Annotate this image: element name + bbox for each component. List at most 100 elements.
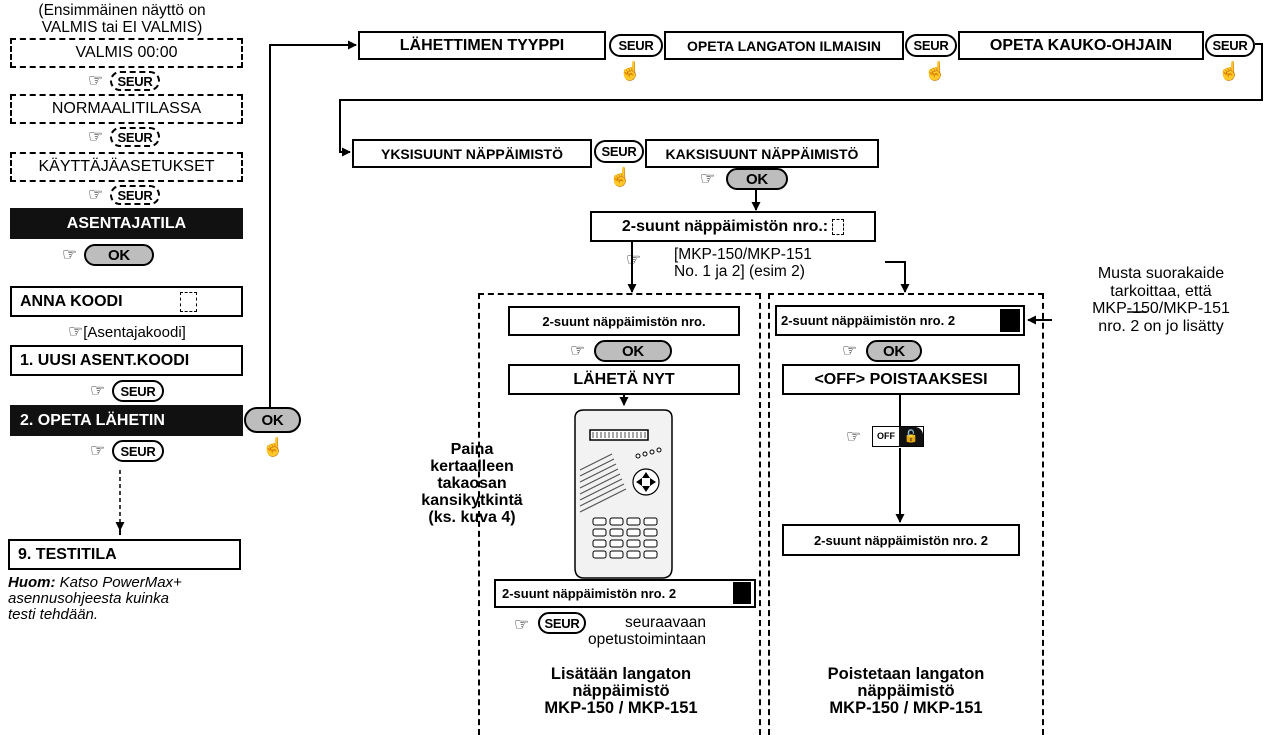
left-caption-line2: näppäimistö [572,682,670,700]
menu-valmis[interactable]: VALMIS 00:00 [10,38,243,68]
right-kp-nro2-label: 2-suunt näppäimistön nro. 2 [781,313,956,328]
kaksisuunt-box[interactable]: KAKSISUUNT NÄPPÄIMISTÖ [645,139,879,168]
next-text-line1: seuraavaan [625,614,707,631]
paina-line3: takaosan [437,475,507,492]
mkp-choice-line2: No. 1 ja 2] (esim 2) [674,263,805,280]
code-cursor [180,292,197,312]
seur-button[interactable]: SEUR [905,34,957,57]
seur-button[interactable]: SEUR [110,71,160,91]
seur-button[interactable]: SEUR [110,185,160,205]
seur-button[interactable]: SEUR [1205,34,1255,57]
seur-label: SEUR [601,144,637,159]
hand-pointing-right-icon: ☞ [626,250,642,269]
opeta-ilmaisin-label: OPETA LANGATON ILMAISIN [687,37,881,54]
left-kp-nro-box[interactable]: 2-suunt näppäimistön nro. [508,306,740,336]
seur-label: SEUR [913,38,949,53]
remove-keypad-region [768,293,1044,735]
seur-button[interactable]: SEUR [110,127,160,147]
kp-nro-box[interactable]: 2-suunt näppäimistön nro.: [590,211,876,242]
left-kp-nro-label: 2-suunt näppäimistön nro. [542,313,706,329]
menu-testitila[interactable]: 9. TESTITILA [8,539,241,570]
laheta-nyt-label: LÄHETÄ NYT [573,370,675,388]
mkp-choice-text: [MKP-150/MKP-151 No. 1 ja 2] (esim 2) [674,246,812,280]
seur-button[interactable]: SEUR [609,34,663,57]
menu-opeta-lahetin[interactable]: 2. OPETA LÄHETIN [10,405,243,436]
yksisuunt-box[interactable]: YKSISUUNT NÄPPÄIMISTÖ [352,139,592,168]
asentajakoodi-step: ☞[Asentajakoodi] [68,322,186,342]
asentajakoodi-label: [Asentajakoodi] [83,324,186,341]
seur-button[interactable]: SEUR [112,440,164,462]
side-note: Musta suorakaide tarkoittaa, että MKP-15… [1056,265,1266,335]
ok-button[interactable]: OK [726,168,788,190]
paina-line2: kertaalleen [430,458,514,475]
menu-asentajatila-label: ASENTAJATILA [66,214,187,232]
side-note-line2: tarkoittaa, että [1110,282,1212,300]
hand-pressing-icon: ☝ [262,437,285,457]
seur-button[interactable]: SEUR [112,380,164,402]
menu-uusi-koodi-label: 1. UUSI ASENT.KOODI [20,351,190,369]
right-caption: Poistetaan langaton näppäimistö MKP-150 … [772,666,1040,717]
hand-pointing-right-icon: ☞ [846,427,862,446]
left-kp-nro2-box[interactable]: 2-suunt näppäimistön nro. 2 [494,579,756,608]
menu-kayttaja-label: KÄYTTÄJÄASETUKSET [38,158,215,175]
hand-pointing-right-icon: ☞ [68,322,84,341]
hand-pointing-right-icon: ☞ [62,245,78,264]
off-poist-label: <OFF> POISTAAKSESI [814,370,988,388]
ok-button[interactable]: OK [866,340,922,362]
menu-anna-koodi[interactable]: ANNA KOODI [10,286,243,317]
seur-label: SEUR [544,615,580,631]
right-kp-nro2-b-label: 2-suunt näppäimistön nro. 2 [813,532,989,548]
hand-pointing-right-icon: ☞ [842,341,858,360]
seur-label: SEUR [117,73,153,89]
hand-pressing-icon: ☝ [924,61,947,81]
test-note-line1: Katso PowerMax+ [55,574,182,591]
test-note-line3: testi tehdään. [8,606,99,623]
unlock-icon: 🔓 [899,427,923,446]
off-label: OFF [877,431,895,441]
paina-note: Paina kertaalleen takaosan kansikytkintä… [408,441,536,526]
menu-valmis-label: VALMIS 00:00 [75,44,178,61]
ok-button[interactable]: OK [594,340,672,362]
off-unlock-icon[interactable]: OFF 🔓 [872,426,924,447]
opeta-kauko-label: OPETA KAUKO-OHJAIN [989,36,1173,54]
menu-uusi-koodi[interactable]: 1. UUSI ASENT.KOODI [10,345,243,376]
menu-normaali-label: NORMAALITILASSA [51,100,202,117]
ok-label: OK [622,342,644,360]
laheta-nyt-box[interactable]: LÄHETÄ NYT [508,364,740,395]
ok-button[interactable]: OK [84,244,154,266]
menu-asentajatila[interactable]: ASENTAJATILA [10,208,243,239]
right-kp-nro2-b-box[interactable]: 2-suunt näppäimistön nro. 2 [782,524,1020,556]
paina-line4: kansikytkintä [421,492,523,509]
seur-button[interactable]: SEUR [594,140,644,163]
hand-pointing-right-icon: ☞ [90,441,106,460]
paina-line5: (ks. kuva 4) [428,509,516,526]
ok-label: OK [746,170,768,188]
ok-button-opeta[interactable]: OK [244,407,301,433]
opeta-kauko-box[interactable]: OPETA KAUKO-OHJAIN [958,31,1204,60]
lahettimen-tyyppi-label: LÄHETTIMEN TYYPPI [399,36,565,54]
test-note: Huom: Katso PowerMax+ asennusohjeesta ku… [8,575,248,623]
test-note-bold: Huom: [8,574,56,591]
off-poist-box[interactable]: <OFF> POISTAAKSESI [782,364,1020,395]
left-caption-line3: MKP-150 / MKP-151 [544,699,698,717]
add-keypad-region [478,293,761,735]
seur-label: SEUR [1212,38,1248,53]
side-note-line1: Musta suorakaide [1097,265,1225,282]
seur-button[interactable]: SEUR [538,612,586,634]
kaksisuunt-label: KAKSISUUNT NÄPPÄIMISTÖ [665,145,859,162]
lahettimen-tyyppi-box[interactable]: LÄHETTIMEN TYYPPI [358,31,606,60]
menu-anna-koodi-label: ANNA KOODI [20,292,123,310]
test-note-line2: asennusohjeesta kuinka [8,590,169,607]
menu-normaali[interactable]: NORMAALITILASSA [10,94,243,124]
menu-testitila-label: 9. TESTITILA [18,545,117,563]
hand-pointing-right-icon: ☞ [514,615,530,634]
mkp-choice-line1: [MKP-150/MKP-151 [674,246,812,263]
menu-kayttaja[interactable]: KÄYTTÄJÄASETUKSET [10,152,243,182]
opeta-ilmaisin-box[interactable]: OPETA LANGATON ILMAISIN [664,31,904,60]
ok-label: OK [261,411,284,429]
side-note-line3: MKP-150/MKP-151 [1092,300,1230,317]
seur-label: SEUR [117,129,153,145]
menu-opeta-lahetin-label: 2. OPETA LÄHETIN [20,411,165,429]
right-kp-nro2-box[interactable]: 2-suunt näppäimistön nro. 2 [775,305,1025,336]
